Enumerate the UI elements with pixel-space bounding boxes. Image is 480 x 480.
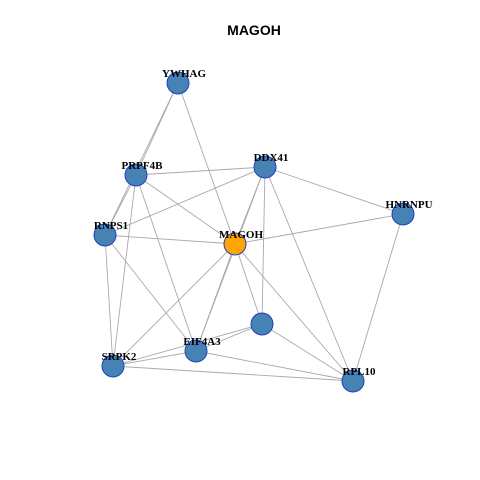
edge-prpf4b-srpk2 — [112, 174, 137, 367]
node-label-magoh: MAGOH — [219, 229, 263, 241]
edge-n7-eif4a3 — [195, 323, 263, 352]
edge-ddx41-rnps1 — [104, 166, 266, 236]
node-label-rnps1: RNPS1 — [94, 220, 128, 232]
edge-hnrnpu-magoh — [234, 213, 404, 245]
edge-prpf4b-eif4a3 — [135, 174, 197, 352]
node-srpk2[interactable] — [101, 354, 125, 378]
node-layer — [93, 71, 415, 393]
edge-eif4a3-rpl10 — [195, 350, 354, 382]
edge-ddx41-rpl10 — [264, 166, 354, 382]
node-rpl10[interactable] — [341, 369, 365, 393]
node-rnps1[interactable] — [93, 223, 117, 247]
diagram-title: MAGOH — [227, 22, 281, 38]
edge-prpf4b-ddx41 — [135, 166, 266, 176]
node-label-eif4a3: EIF4A3 — [183, 336, 221, 348]
edge-magoh-n7 — [234, 243, 263, 325]
edge-magoh-srpk2 — [112, 243, 236, 367]
node-label-hnrnpu: HNRNPU — [385, 199, 432, 211]
edge-ywhag-magoh — [177, 82, 236, 245]
edge-srpk2-rpl10 — [112, 365, 354, 382]
node-label-srpk2: SRPK2 — [102, 351, 137, 363]
edge-magoh-eif4a3 — [195, 243, 236, 352]
node-label-prpf4b: PRPF4B — [122, 160, 164, 172]
node-n7[interactable] — [250, 312, 274, 336]
node-label-ddx41: DDX41 — [254, 152, 289, 164]
node-ddx41[interactable] — [253, 155, 277, 179]
node-hnrnpu[interactable] — [391, 202, 415, 226]
edge-ddx41-hnrnpu — [264, 166, 404, 215]
edge-ywhag-rnps1 — [104, 82, 179, 236]
edge-n7-rpl10 — [261, 323, 354, 382]
node-label-ywhag: YWHAG — [162, 68, 206, 80]
node-ywhag[interactable] — [166, 71, 190, 95]
edge-prpf4b-magoh — [135, 174, 236, 245]
edge-rnps1-srpk2 — [104, 234, 114, 367]
node-prpf4b[interactable] — [124, 163, 148, 187]
edge-rnps1-magoh — [104, 234, 236, 245]
node-label-rpl10: RPL10 — [343, 366, 377, 378]
edge-magoh-rpl10 — [234, 243, 354, 382]
edge-eif4a3-srpk2 — [112, 350, 197, 367]
node-magoh[interactable] — [223, 232, 247, 256]
edge-rnps1-eif4a3 — [104, 234, 197, 352]
node-eif4a3[interactable] — [184, 339, 208, 363]
edge-hnrnpu-rpl10 — [352, 213, 404, 382]
edge-ddx41-n7 — [261, 166, 266, 325]
